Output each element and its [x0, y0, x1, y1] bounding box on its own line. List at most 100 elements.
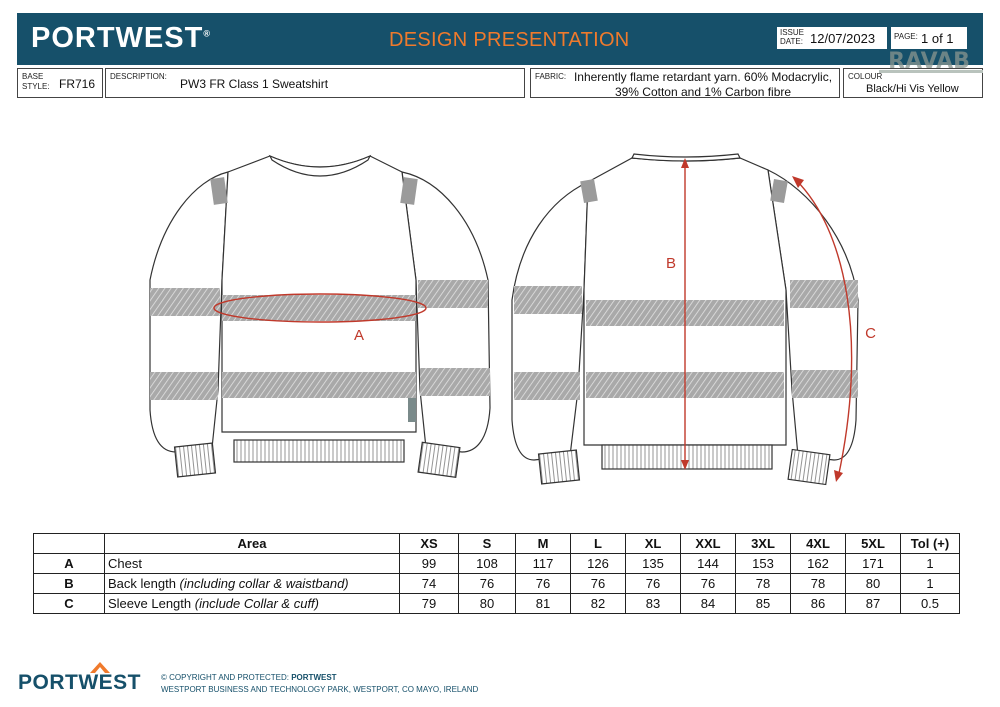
- back-waistband: [601, 444, 773, 470]
- back-collar: [631, 153, 741, 162]
- column-header: XXL: [680, 533, 736, 554]
- table-cell: 126: [570, 553, 626, 574]
- front-chest-tape: [222, 295, 416, 321]
- back-left-sleeve: [511, 181, 589, 461]
- sleeve-length-measure: C: [792, 176, 876, 482]
- page-title: DESIGN PRESENTATION: [389, 29, 630, 51]
- back-sleeve-tape-right-2: [792, 370, 858, 398]
- column-header: 5XL: [845, 533, 901, 554]
- front-waistband: [233, 439, 405, 463]
- front-sleeve-tape-left-1: [150, 288, 220, 316]
- footer-brand: PORTWEST: [18, 671, 141, 694]
- flame-icon: [90, 662, 110, 673]
- back-right-cuff: [787, 448, 831, 486]
- back-sleeve-tape-left-1: [514, 286, 582, 314]
- row-letter: B: [33, 573, 105, 594]
- table-cell: 108: [458, 553, 516, 574]
- size-spec-table: Area XS S M L XL XXL 3XL 4XL 5XL Tol (+)…: [33, 533, 960, 614]
- fabric-box: FABRIC: Inherently flame retardant yarn.…: [530, 68, 840, 100]
- issue-date-value: 12/07/2023: [810, 31, 876, 46]
- chest-measure-loop: [213, 293, 427, 323]
- footer-logo: PORTWEST: [18, 661, 148, 694]
- svg-text:RAVAB: RAVAB: [888, 49, 970, 74]
- table-cell: 153: [735, 553, 791, 574]
- front-sleeve-tape-left-2: [150, 372, 218, 400]
- back-shoulder-tape-left: [580, 178, 598, 204]
- front-sleeve-tape-right-2: [420, 368, 490, 396]
- table-cell: 0.5: [900, 593, 960, 614]
- back-sleeve-tape-left-2: [514, 372, 580, 400]
- front-shoulder-tape-left: [210, 177, 228, 205]
- table-cell: 78: [790, 573, 846, 594]
- description-box: DESCRIPTION: PW3 FR Class 1 Sweatshirt: [105, 68, 525, 98]
- table-cell: 76: [458, 573, 516, 594]
- table-cell: 87: [845, 593, 901, 614]
- table-cell: 76: [570, 573, 626, 594]
- table-cell: 85: [735, 593, 791, 614]
- table-cell: 84: [680, 593, 736, 614]
- column-header: 3XL: [735, 533, 791, 554]
- front-right-cuff: [417, 441, 461, 479]
- front-shoulder-tape-right: [400, 177, 418, 205]
- table-row: C Sleeve Length (include Collar & cuff) …: [33, 593, 960, 614]
- garment-drawing: A B C: [149, 153, 876, 486]
- column-header: [33, 533, 105, 554]
- back-length-label: B: [666, 255, 676, 272]
- table-cell: 171: [845, 553, 901, 574]
- footer-address: WESTPORT BUSINESS AND TECHNOLOGY PARK, W…: [161, 685, 479, 694]
- column-header: M: [515, 533, 571, 554]
- column-header: XL: [625, 533, 681, 554]
- table-cell: 76: [625, 573, 681, 594]
- table-cell: 76: [515, 573, 571, 594]
- table-cell: 78: [735, 573, 791, 594]
- column-header: Tol (+): [900, 533, 960, 554]
- table-cell: 82: [570, 593, 626, 614]
- row-letter: C: [33, 593, 105, 614]
- row-letter: A: [33, 553, 105, 574]
- table-cell: 144: [680, 553, 736, 574]
- chest-measure-label: A: [354, 327, 364, 344]
- page-box: PAGE: 1 of 1: [891, 27, 967, 49]
- table-row: A Chest 99 108 117 126 135 144 153 162 1…: [33, 553, 960, 574]
- column-header: L: [570, 533, 626, 554]
- colour-value: Black/Hi Vis Yellow: [866, 83, 959, 95]
- page-value: 1 of 1: [921, 31, 954, 46]
- table-cell: 86: [790, 593, 846, 614]
- table-cell: 76: [680, 573, 736, 594]
- table-cell: 135: [625, 553, 681, 574]
- table-cell: 74: [399, 573, 459, 594]
- table-cell: 1: [900, 553, 960, 574]
- colour-label: COLOUR: [848, 72, 883, 81]
- back-shoulder-tape-right: [770, 178, 788, 204]
- table-cell: 80: [458, 593, 516, 614]
- chest-measure: A: [213, 293, 427, 344]
- sleeve-length-label: C: [865, 325, 876, 342]
- row-area: Back length (including collar & waistban…: [104, 573, 400, 594]
- fabric-label: FABRIC:: [535, 72, 567, 81]
- fabric-value: Inherently flame retardant yarn. 60% Mod…: [567, 70, 839, 100]
- row-area: Sleeve Length (include Collar & cuff): [104, 593, 400, 614]
- table-cell: 80: [845, 573, 901, 594]
- description-value: PW3 FR Class 1 Sweatshirt: [180, 77, 329, 91]
- description-label: DESCRIPTION:: [110, 72, 167, 81]
- front-reflective-tapes: [150, 177, 490, 422]
- front-collar: [268, 154, 372, 177]
- table-cell: 83: [625, 593, 681, 614]
- row-area: Chest: [104, 553, 400, 574]
- table-cell: 81: [515, 593, 571, 614]
- table-cell: 162: [790, 553, 846, 574]
- table-header-row: Area XS S M L XL XXL 3XL 4XL 5XL Tol (+): [33, 533, 960, 554]
- fabric-text: Inherently flame retardant yarn. 60% Mod…: [573, 70, 833, 99]
- page-label: PAGE:: [894, 32, 918, 41]
- ravab-watermark: RAVAB: [879, 49, 983, 74]
- table-cell: 117: [515, 553, 571, 574]
- front-waist-tape: [222, 372, 416, 398]
- table-row: B Back length (including collar & waistb…: [33, 573, 960, 594]
- column-header: S: [458, 533, 516, 554]
- front-sleeve-tape-right-1: [418, 280, 488, 308]
